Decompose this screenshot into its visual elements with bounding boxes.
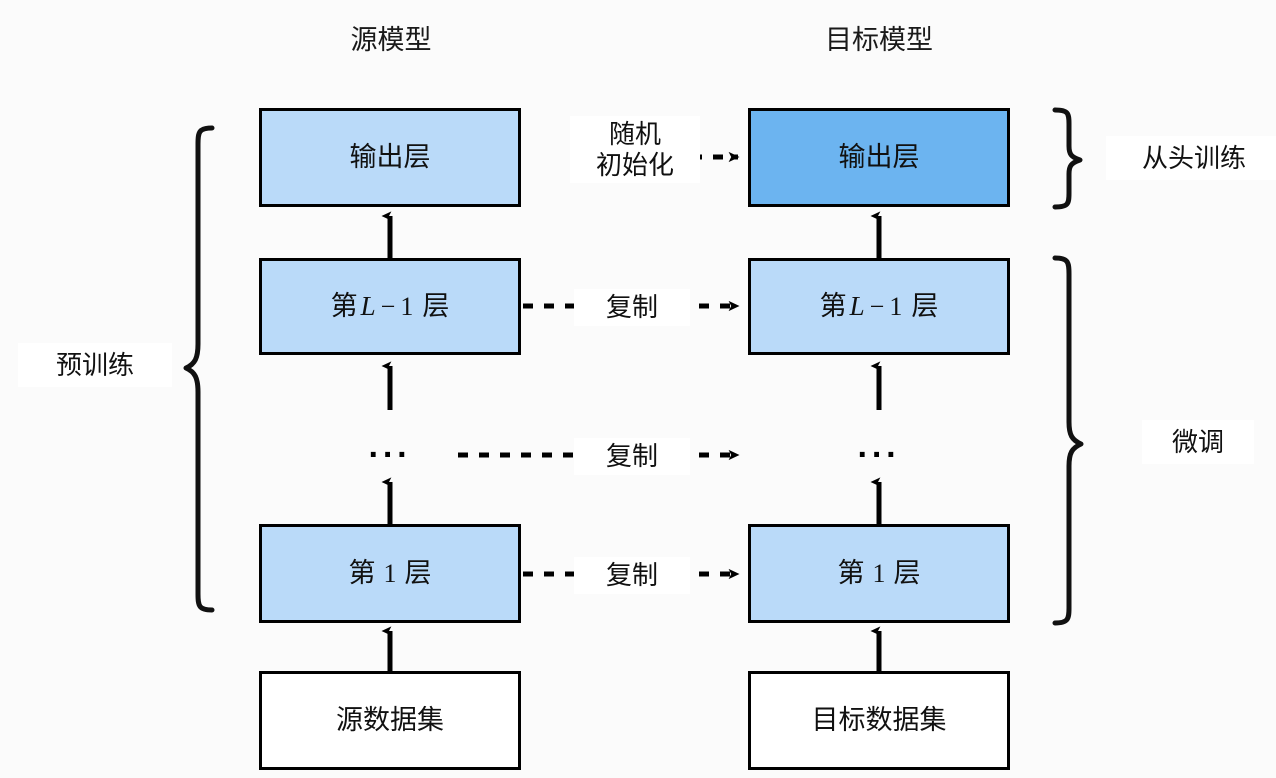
source-dataset-label: 源数据集	[336, 705, 444, 735]
target-layer-l-suffix: 层	[911, 291, 939, 321]
target-layer-l-variable: L	[849, 291, 865, 321]
source-layer-1-prefix: 第	[348, 558, 376, 588]
source-output-layer-label: 输出层	[349, 142, 431, 172]
right-brace-train-from-scratch	[1052, 107, 1083, 210]
left-brace-pretrain	[183, 125, 215, 613]
target-output-layer-box[interactable]: 输出层	[748, 108, 1010, 207]
source-layer-1-box[interactable]: 第 1 层	[259, 524, 521, 623]
fine-tune-label: 微调	[1142, 420, 1254, 464]
source-model-title: 源模型	[350, 25, 432, 55]
source-layer-l-suffix: 层	[422, 291, 450, 321]
source-output-layer-box[interactable]: 输出层	[259, 108, 521, 207]
target-layer-1-prefix: 第	[837, 558, 865, 588]
source-layer-l-variable: L	[360, 291, 376, 321]
right-brace-fine-tune	[1052, 255, 1084, 626]
source-layer-l-operator: −	[380, 291, 396, 321]
target-layer-l-minus-1-box[interactable]: 第 L − 1 层	[748, 258, 1010, 355]
target-layer-l-operator: −	[869, 291, 885, 321]
train-from-scratch-label: 从头训练	[1106, 136, 1276, 180]
source-layer-1-number: 1	[383, 558, 397, 588]
random-init-line-2: 初始化	[595, 149, 674, 180]
random-init-line-1: 随机	[608, 119, 661, 149]
source-layer-1-suffix: 层	[404, 558, 432, 588]
target-layer-1-number: 1	[872, 558, 886, 588]
source-dataset-box[interactable]: 源数据集	[259, 671, 521, 770]
target-dataset-label: 目标数据集	[811, 705, 947, 735]
target-model-title: 目标模型	[825, 25, 933, 55]
target-layer-l-number: 1	[889, 291, 903, 321]
pretrain-label: 预训练	[18, 343, 172, 387]
copy-label-layer-1: 复制	[574, 557, 690, 594]
target-layer-1-box[interactable]: 第 1 层	[748, 524, 1010, 623]
target-output-layer-label: 输出层	[838, 142, 920, 172]
target-layer-l-prefix: 第	[819, 291, 847, 321]
copy-label-ellipsis: 复制	[574, 438, 690, 475]
source-ellipsis: ···	[368, 436, 412, 474]
source-layer-l-number: 1	[400, 291, 414, 321]
random-init-label: 随机 初始化	[570, 116, 700, 184]
target-dataset-box[interactable]: 目标数据集	[748, 671, 1010, 770]
source-layer-l-minus-1-box[interactable]: 第 L − 1 层	[259, 258, 521, 355]
source-layer-l-prefix: 第	[330, 291, 358, 321]
target-ellipsis: ···	[857, 436, 901, 474]
copy-label-layer-l-minus-1: 复制	[574, 289, 690, 326]
target-layer-1-suffix: 层	[893, 558, 921, 588]
